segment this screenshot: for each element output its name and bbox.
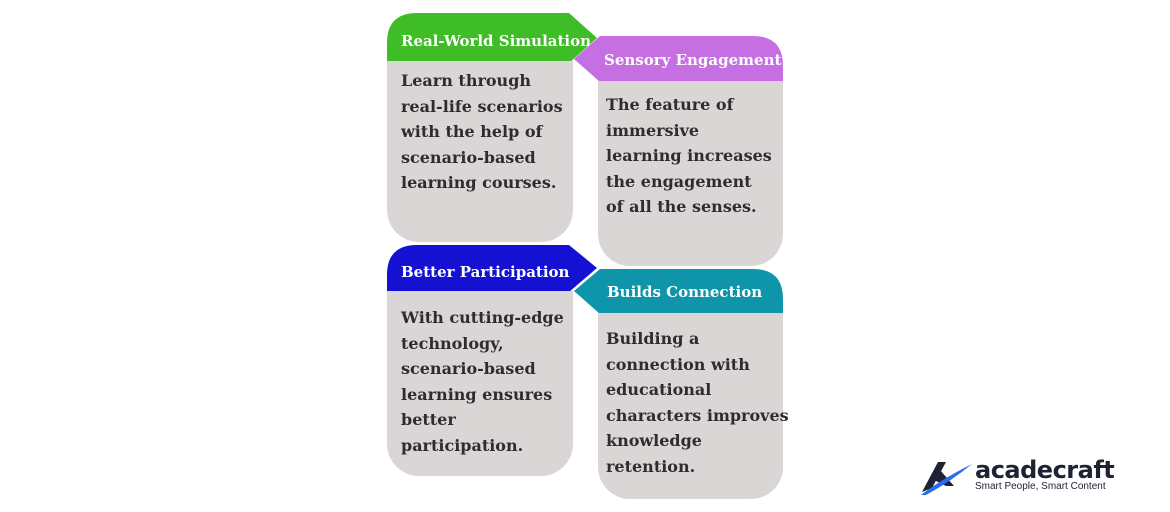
card-title: Builds Connection (607, 283, 763, 301)
card-title: Better Participation (401, 263, 570, 281)
card-header-shape (387, 245, 597, 292)
logo-brand-name: acadecraft (975, 456, 1115, 484)
card-description: Learn through real-life scenarios with t… (401, 71, 563, 192)
header-fill (387, 245, 597, 292)
card-title: Sensory Engagement (604, 51, 782, 69)
card-body (598, 313, 783, 499)
card-header-shape (387, 13, 597, 63)
card-body (387, 291, 573, 476)
acadecraft-logo: acadecraft Smart People, Smart Content (920, 458, 1120, 498)
card-description: With cutting-edge technology, scenario-b… (401, 308, 564, 455)
header-fill (387, 13, 597, 63)
card-description: The feature of immersive learning increa… (606, 95, 772, 216)
card-title: Real-World Simulation (401, 32, 592, 50)
header-fill (574, 269, 783, 314)
card-body (387, 61, 573, 242)
card-sensory-engagement: Sensory Engagement The feature of immers… (574, 36, 783, 266)
card-header-shape (574, 36, 783, 82)
logo-mark-icon (921, 462, 972, 495)
card-header-shape (574, 269, 783, 314)
header-fill (574, 36, 783, 82)
card-better-participation: Better Participation With cutting-edge t… (387, 245, 597, 476)
card-builds-connection: Builds Connection Building a connection … (574, 269, 789, 499)
card-real-world-simulation: Real-World Simulation Learn through real… (387, 13, 597, 242)
card-description: Building a connection with educational c… (606, 329, 789, 476)
logo-tagline: Smart People, Smart Content (975, 481, 1106, 492)
card-body (598, 81, 783, 266)
